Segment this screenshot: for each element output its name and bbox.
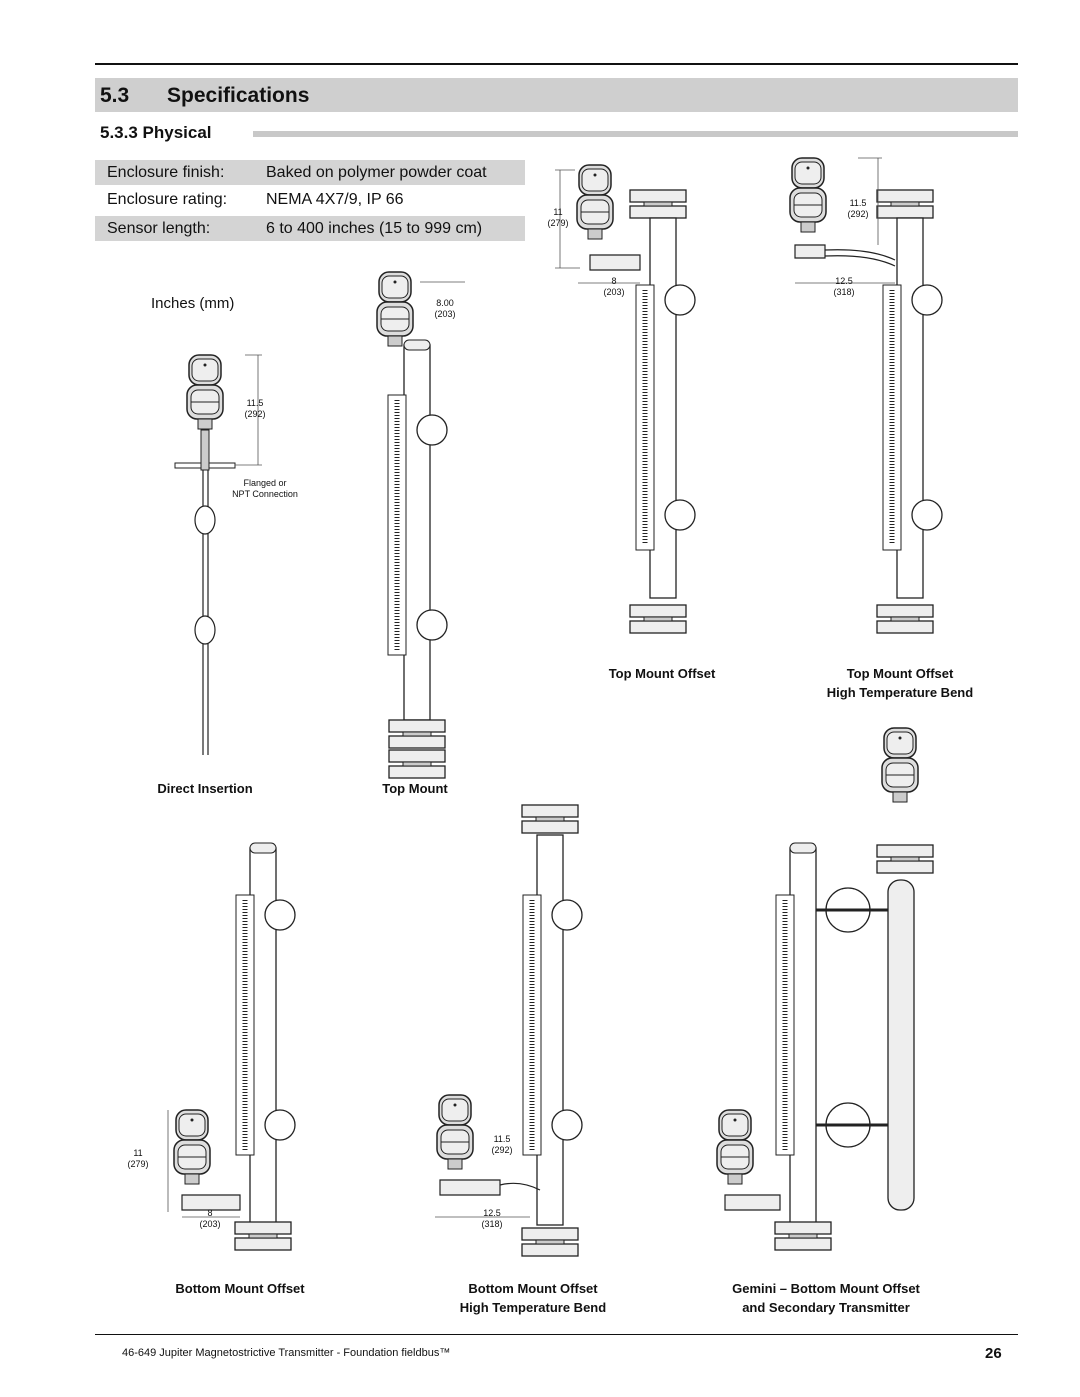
caption-bmoh-line1: Bottom Mount Offset bbox=[468, 1281, 598, 1296]
dim-bmoh-height: 11.5(292) bbox=[491, 1134, 513, 1155]
bottom-mount-offset-drawing bbox=[167, 842, 296, 1251]
spec-label: Enclosure rating: bbox=[107, 191, 228, 208]
spec-row-rating: Enclosure rating: NEMA 4X7/9, IP 66 bbox=[95, 187, 525, 212]
dim-bmo-height: 11(279) bbox=[127, 1148, 149, 1169]
dim-bmoh-width: 12.5(318) bbox=[481, 1208, 503, 1229]
dim-direct-height: 11.5(292) bbox=[244, 398, 266, 419]
caption-top-mount: Top Mount bbox=[382, 781, 448, 796]
dim-tmo-height: 11(279) bbox=[547, 207, 569, 228]
spec-row-finish: Enclosure finish: Baked on polymer powde… bbox=[95, 160, 525, 185]
units-label: Inches (mm) bbox=[151, 295, 235, 312]
caption-gemini-line1: Gemini – Bottom Mount Offset bbox=[732, 1281, 920, 1296]
spec-label: Sensor length: bbox=[107, 220, 211, 237]
caption-bottom-mount-offset: Bottom Mount Offset bbox=[175, 1281, 305, 1296]
spec-label: Enclosure finish: bbox=[107, 164, 225, 181]
top-mount-offset-drawing bbox=[555, 164, 696, 634]
spec-value: 6 to 400 inches (15 to 999 cm) bbox=[266, 220, 483, 237]
caption-top-mount-offset: Top Mount Offset bbox=[608, 666, 716, 681]
caption-gemini-line2: and Secondary Transmitter bbox=[742, 1300, 910, 1315]
footer-text: 46-649 Jupiter Magnetostrictive Transmit… bbox=[122, 1347, 451, 1359]
subsection-rule bbox=[253, 131, 1018, 137]
dim-bmo-width: 8(203) bbox=[199, 1208, 221, 1229]
direct-insertion-drawing bbox=[174, 354, 262, 755]
top-rule bbox=[95, 63, 1018, 65]
spec-value: NEMA 4X7/9, IP 66 bbox=[266, 191, 404, 208]
caption-tmoh-line1: Top Mount Offset bbox=[846, 666, 954, 681]
caption-tmoh-line2: High Temperature Bend bbox=[826, 685, 974, 700]
top-mount-drawing bbox=[376, 271, 465, 779]
gemini-drawing bbox=[716, 727, 934, 1251]
section-header-bar bbox=[95, 78, 1018, 112]
caption-bmoh-line2: High Temperature Bend bbox=[459, 1300, 607, 1315]
section-number: 5.3 bbox=[100, 84, 130, 107]
dim-top-width: 8.00(203) bbox=[434, 298, 456, 319]
section-title: Specifications bbox=[167, 84, 310, 107]
spec-row-length: Sensor length: 6 to 400 inches (15 to 99… bbox=[95, 216, 525, 241]
spec-value: Baked on polymer powder coat bbox=[266, 164, 487, 181]
page-number: 26 bbox=[985, 1345, 1002, 1362]
footer-rule bbox=[95, 1334, 1018, 1335]
dim-tmoh-height: 11.5(292) bbox=[847, 198, 869, 219]
caption-direct-insertion: Direct Insertion bbox=[157, 781, 253, 796]
subsection-title: 5.3.3 Physical bbox=[100, 123, 212, 142]
dim-tmo-width: 8(203) bbox=[603, 276, 625, 297]
top-mount-offset-hightemp-drawing bbox=[789, 157, 943, 634]
dim-tmoh-width: 12.5(318) bbox=[833, 276, 855, 297]
bottom-mount-offset-hightemp-drawing bbox=[435, 804, 583, 1257]
